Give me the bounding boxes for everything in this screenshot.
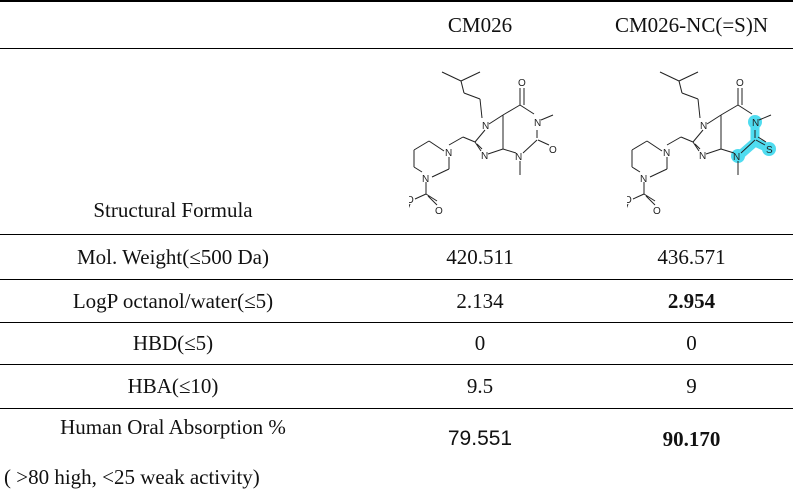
row-rule-4 [0,408,793,409]
row-label-hba: HBA(≤10) [127,374,219,398]
atom-n3: N [733,152,740,163]
column-header-variant: CM026-NC(=S)N [614,12,769,37]
table-top-rule [0,0,793,2]
atom-o-carbonyl: O [435,206,443,217]
atom-n7: N [482,121,489,132]
variant-mol-weight: 436.571 [657,244,726,269]
atom-n9: N [481,151,488,162]
row-rule-2 [0,322,793,323]
row-label-mol-weight: Mol. Weight(≤500 Da) [76,244,269,269]
cm026-structure: O N N N N O N N O O [409,58,569,228]
atom-s-c2: S [766,145,773,156]
row-label-hbd: HBD(≤5) [132,331,214,355]
atom-o-carbonyl: O [653,206,661,217]
row-rule-3 [0,364,793,365]
variant-hbd: 0 [686,331,697,355]
atom-n-piperazine-top: N [663,148,670,159]
atom-o-ester: O [627,195,632,206]
structure-row-rule [0,234,793,235]
row-rule-1 [0,279,793,280]
variant-oral-absorption: 90.170 [662,426,721,451]
atom-n1: N [752,118,759,129]
atom-o-ester: O [409,195,414,206]
cm026-mol-weight: 420.511 [446,244,514,269]
row-label-oral-absorption: Human Oral Absorption % [60,414,286,439]
structural-formula-label: Structural Formula [93,197,253,222]
row-label-logp: LogP octanol/water(≤5) [72,288,274,313]
variant-logp: 2.954 [667,288,716,313]
cm026-structure-drawing: O N N N N O N N O O [409,71,557,217]
row-label-oral-absorption-note: ( >80 high, <25 weak activity) [4,464,260,489]
atom-n-piperazine-bottom: N [640,174,647,185]
thiourea-highlight [731,115,776,163]
cm026-logp: 2.134 [456,288,504,313]
variant-structure-drawing: O N N N N S N N O O [627,71,776,217]
atom-o-top: O [518,78,526,89]
header-rule [0,48,793,49]
variant-structure: O N N N N S N N O O [627,58,787,228]
variant-hba: 9 [686,374,697,398]
cm026-hbd: 0 [474,331,486,355]
atom-n9: N [699,151,706,162]
atom-n-piperazine-bottom: N [422,174,429,185]
atom-n1: N [534,118,541,129]
atom-n-piperazine-top: N [445,148,452,159]
atom-o-top: O [736,78,744,89]
column-header-cm026: CM026 [447,12,513,37]
atom-n7: N [700,121,707,132]
cm026-oral-absorption: 79.551 [447,427,513,450]
atom-o-c2: O [549,145,557,156]
atom-n3: N [515,152,522,163]
cm026-hba: 9.5 [466,374,494,398]
